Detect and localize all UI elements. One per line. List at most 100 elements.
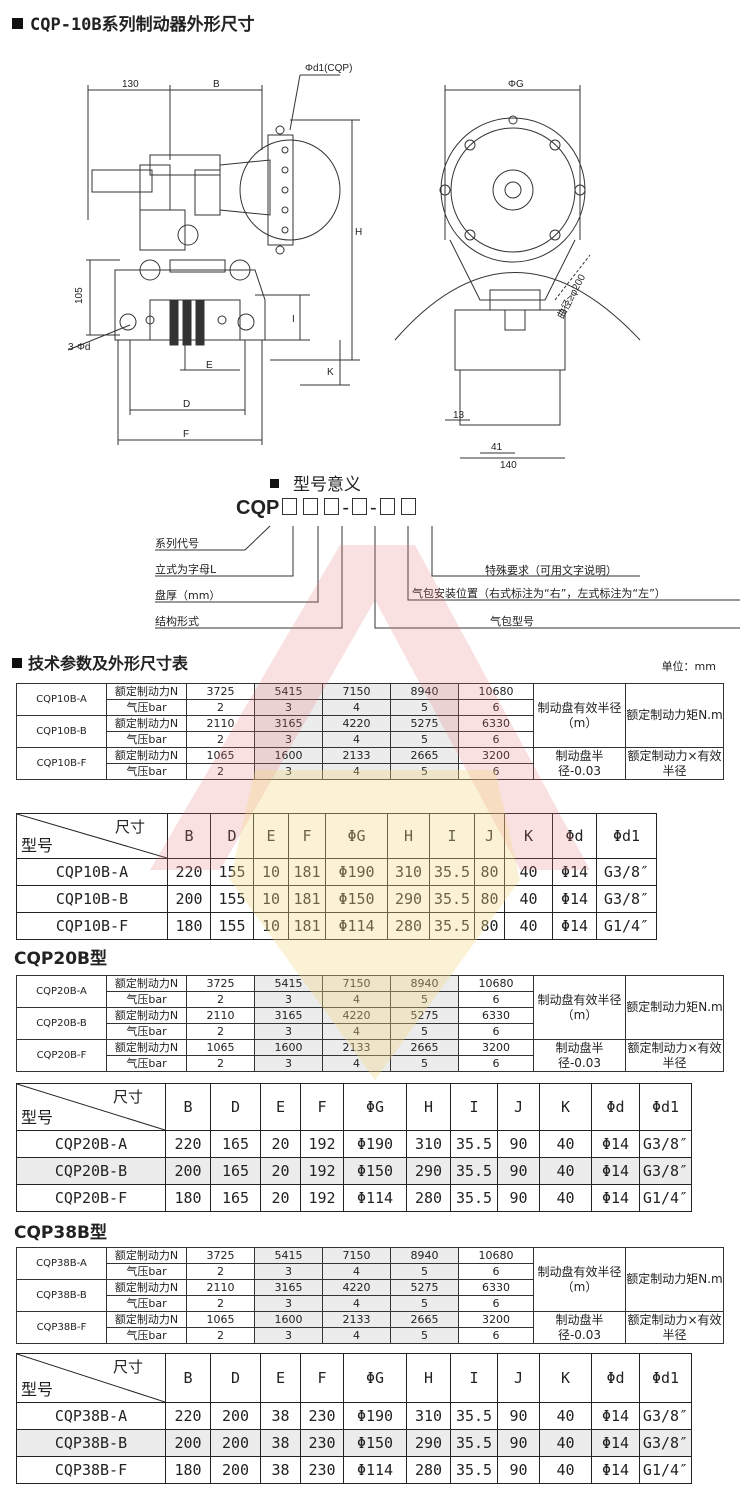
radius-header: 制动盘有效半径（m）	[533, 975, 626, 1040]
dim-I: I	[292, 314, 295, 325]
pressure-value: 4	[322, 1023, 391, 1040]
dimension-value: 40	[539, 1157, 592, 1185]
dimension-value: 80	[474, 912, 505, 940]
row-model: CQP10B-F	[16, 912, 168, 940]
dimension-value: 40	[539, 1456, 592, 1484]
force-value: 6330	[458, 1007, 534, 1024]
force-label: 额定制动力N	[106, 1007, 187, 1024]
dimension-value: Φ150	[343, 1429, 407, 1457]
dimension-header: F	[288, 813, 326, 859]
dim-D: D	[183, 399, 190, 410]
dimension-value: 192	[300, 1130, 344, 1158]
label-airbag-type: 气包型号	[490, 615, 534, 628]
force-value: 2133	[322, 747, 391, 764]
dimension-value: Φ150	[325, 885, 388, 913]
dimension-value: 310	[406, 1130, 451, 1158]
dimension-value: 90	[497, 1157, 540, 1185]
dimension-value: Φ14	[591, 1184, 640, 1212]
pressure-value: 5	[390, 1263, 459, 1280]
force-value: 2133	[322, 1039, 391, 1056]
diagonal-header-cell: 尺寸型号	[16, 1353, 166, 1403]
code-box	[282, 498, 298, 515]
force-label: 额定制动力N	[106, 715, 187, 732]
pressure-value: 3	[254, 1055, 323, 1072]
pressure-value: 5	[390, 731, 459, 748]
model-cell: CQP38B-F	[16, 1311, 107, 1344]
dim-140: 140	[500, 460, 517, 470]
dimension-value: 20	[260, 1157, 301, 1185]
force-value: 1065	[186, 1311, 255, 1328]
pressure-value: 3	[254, 763, 323, 780]
dimension-value: 20	[260, 1130, 301, 1158]
dimension-value: 35.5	[450, 1402, 498, 1430]
dimension-value: 10	[253, 858, 289, 886]
model-cell: CQP38B-A	[16, 1247, 107, 1280]
dimension-header: D	[210, 1353, 261, 1403]
dimension-value: 10	[253, 912, 289, 940]
pressure-value: 6	[458, 1263, 534, 1280]
pressure-value: 3	[254, 1263, 323, 1280]
dimension-header: H	[406, 1083, 451, 1131]
pressure-label: 气压bar	[106, 1295, 187, 1312]
force-value: 5415	[254, 683, 323, 700]
pressure-label: 气压bar	[106, 1023, 187, 1040]
dimension-value: Φ14	[591, 1429, 640, 1457]
dimension-value: Φ114	[343, 1184, 407, 1212]
dimension-value: 220	[167, 858, 211, 886]
dimension-value: 40	[504, 912, 553, 940]
dimension-value: 90	[497, 1130, 540, 1158]
force-value: 5415	[254, 975, 323, 992]
dimension-header: I	[429, 813, 475, 859]
dimension-value: 280	[406, 1456, 451, 1484]
torque-value: 额定制动力×有效半径	[625, 747, 724, 780]
dimension-value: G1/4″	[639, 1184, 692, 1212]
pressure-value: 6	[458, 1023, 534, 1040]
dimension-value: Φ14	[552, 858, 597, 886]
force-value: 2665	[390, 1039, 459, 1056]
pressure-label: 气压bar	[106, 763, 187, 780]
dimension-header: K	[539, 1353, 592, 1403]
dimension-value: 230	[300, 1429, 344, 1457]
dimension-header: ΦG	[325, 813, 388, 859]
force-value: 8940	[390, 975, 459, 992]
pressure-label: 气压bar	[106, 991, 187, 1008]
dimension-header: J	[474, 813, 505, 859]
force-label: 额定制动力N	[106, 1311, 187, 1328]
row-model: CQP20B-F	[16, 1184, 166, 1212]
force-value: 3200	[458, 1039, 534, 1056]
dimension-value: 40	[539, 1130, 592, 1158]
pressure-value: 5	[390, 1295, 459, 1312]
force-value: 3725	[186, 683, 255, 700]
dimension-value: G3/8″	[639, 1429, 692, 1457]
pressure-value: 2	[186, 991, 255, 1008]
size-label: 尺寸	[114, 818, 145, 836]
pressure-value: 4	[322, 731, 391, 748]
dimension-header: H	[406, 1353, 451, 1403]
dimension-value: 40	[539, 1184, 592, 1212]
dim-phi-d1: Φd1(CQP)	[305, 63, 352, 74]
pressure-value: 3	[254, 1327, 323, 1344]
dimension-value: 290	[406, 1429, 451, 1457]
dimension-header: D	[210, 1083, 261, 1131]
pressure-value: 6	[458, 1327, 534, 1344]
dimension-value: 181	[288, 885, 326, 913]
label-airbag-position: 气包安装位置（右式标注为“右”，左式标注为“左”）	[412, 587, 666, 600]
dim-B: B	[213, 79, 220, 90]
force-label: 额定制动力N	[106, 975, 187, 992]
section-title: CQP38B型	[14, 1223, 108, 1243]
dimension-header: I	[450, 1083, 498, 1131]
pressure-value: 4	[322, 1295, 391, 1312]
dim-E: E	[206, 360, 213, 371]
force-value: 2665	[390, 1311, 459, 1328]
square-bullet-icon	[12, 658, 22, 668]
dimension-value: Φ14	[591, 1456, 640, 1484]
